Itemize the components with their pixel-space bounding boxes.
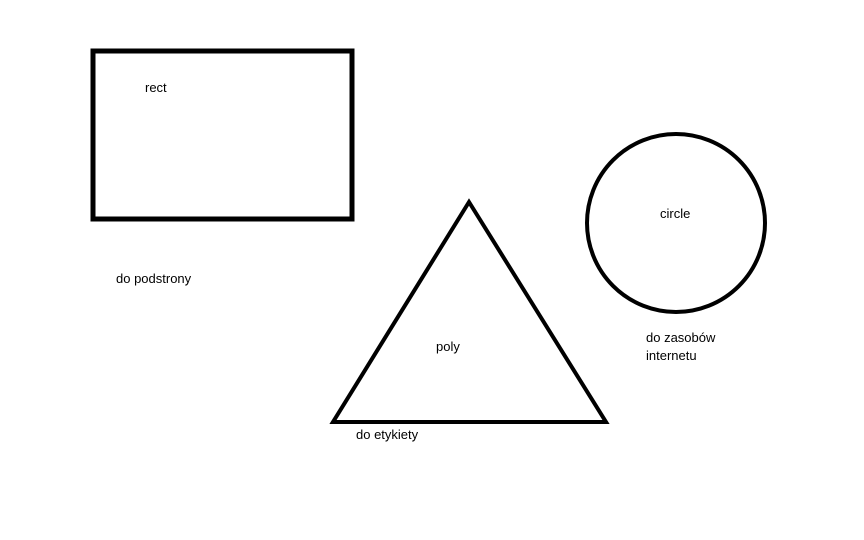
circle-shape[interactable]: [585, 132, 767, 314]
poly-caption: do etykiety: [356, 427, 419, 442]
circle-caption-line-2: internetu: [646, 348, 697, 363]
poly-label: poly: [436, 339, 460, 354]
rect-shape[interactable]: [90, 48, 355, 222]
circle-label: circle: [660, 206, 691, 221]
rect-label: rect: [145, 80, 167, 95]
circle-caption: do zasobów internetu: [646, 329, 736, 365]
circle-caption-line-1: do zasobów: [646, 330, 716, 345]
rect-caption: do podstrony: [116, 271, 192, 286]
poly-shape[interactable]: [329, 198, 610, 424]
